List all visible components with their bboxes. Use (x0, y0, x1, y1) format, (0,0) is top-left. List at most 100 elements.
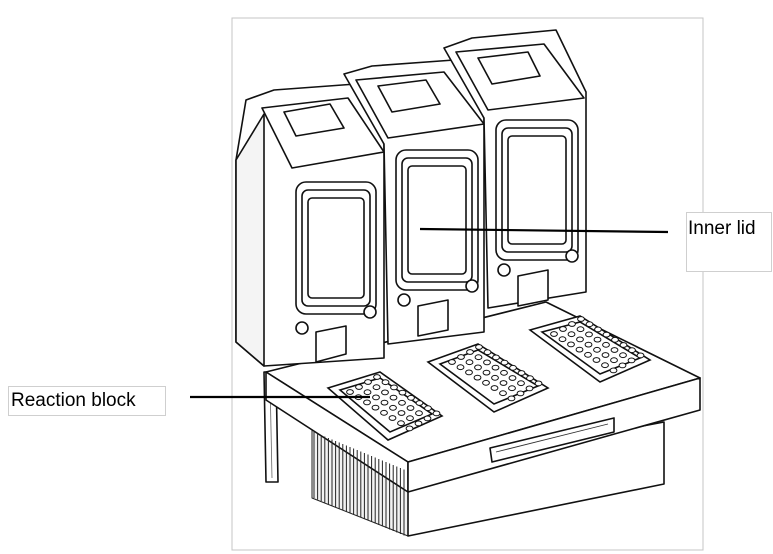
tray-well (516, 390, 525, 397)
tray-well (406, 415, 414, 422)
tray-well (346, 389, 354, 395)
tray-well (575, 346, 584, 353)
tray-well (423, 415, 432, 422)
tray-well (397, 410, 406, 416)
tray-well (483, 349, 492, 356)
tray-well (558, 336, 567, 343)
drawing-frame (231, 17, 704, 551)
tray-well (483, 359, 491, 366)
tray-well (390, 384, 398, 391)
tray-well (371, 404, 380, 411)
tray-well (415, 400, 424, 406)
tray-well (499, 380, 508, 386)
tray-well (492, 354, 500, 361)
tray-well (611, 336, 619, 343)
tray-well (415, 410, 423, 417)
tray-well (380, 399, 389, 406)
tray-well (559, 326, 567, 332)
tray-well (594, 326, 602, 333)
reaction-block-label: Reaction block (8, 386, 166, 416)
tray-well (508, 375, 517, 381)
tray-well (466, 349, 474, 355)
tray-well (593, 336, 602, 343)
tray-well (482, 379, 490, 386)
tray-well (474, 354, 483, 361)
lid-module-middle (343, 59, 485, 345)
tray-well (627, 357, 636, 364)
tray-well (592, 357, 601, 363)
tray-well (405, 425, 414, 432)
tray-well (373, 374, 381, 380)
tray-well (609, 367, 618, 374)
tray-well (610, 357, 618, 364)
tray-well (380, 409, 388, 416)
tray-well (448, 359, 456, 365)
tray-well (499, 390, 507, 397)
tray-well (610, 347, 619, 353)
tray-well (619, 342, 628, 348)
tray-well (389, 404, 397, 411)
tray-well (355, 384, 363, 390)
tray-well (388, 415, 397, 421)
tray-well (517, 370, 526, 376)
tray-well (500, 369, 508, 376)
tray-well (576, 336, 584, 343)
tray-well (432, 410, 441, 417)
tray-well (636, 352, 645, 359)
inner-lid-label: Inner lid (686, 212, 772, 272)
tray-well (585, 321, 594, 328)
tray-well (465, 359, 474, 366)
tray-well (585, 331, 593, 338)
lid-module-left (235, 83, 385, 367)
tray-well (577, 316, 585, 322)
tray-well (372, 384, 381, 391)
tray-well (398, 399, 406, 406)
fin-lines (313, 432, 405, 536)
tray-well (397, 420, 405, 427)
tray-well (475, 344, 483, 350)
tray-well (601, 352, 610, 358)
tray-well (414, 420, 423, 427)
tray-well (567, 331, 576, 338)
tray-well (550, 331, 558, 337)
tray-well (507, 395, 516, 402)
tray-well (525, 385, 534, 392)
tray-well (576, 326, 585, 333)
tray-well (406, 405, 415, 411)
tray-well (465, 369, 473, 376)
inner-lid-leader-line (419, 227, 669, 234)
tray-well (363, 389, 372, 396)
tray-well (509, 364, 517, 371)
tray-well (517, 380, 525, 387)
tray-well (457, 354, 465, 360)
tray-well (473, 374, 482, 381)
tray-wells (346, 316, 645, 432)
tray-well (526, 375, 534, 382)
tray-well (490, 385, 499, 391)
tray-well (601, 362, 609, 369)
tray-well (567, 341, 575, 348)
tray-well (424, 405, 432, 412)
tray-well (407, 394, 415, 401)
tray-well (534, 380, 543, 387)
tray-well (568, 321, 576, 327)
tray-well (508, 385, 516, 392)
tray-well (619, 352, 627, 359)
tray-well (482, 369, 491, 376)
tray-well (628, 347, 636, 354)
tray-well (602, 331, 611, 338)
tray-well (500, 359, 509, 366)
tray-well (398, 389, 407, 396)
tray-well (381, 379, 390, 386)
tray-well (491, 374, 499, 381)
tray-well (364, 379, 372, 385)
tray-well (372, 394, 380, 401)
lid-module-right (443, 29, 587, 309)
tray-well (491, 364, 500, 371)
tray-well (381, 389, 389, 396)
tray-well (618, 362, 627, 369)
tray-well (593, 346, 601, 353)
tray-well (474, 364, 482, 371)
tray-well (584, 341, 593, 348)
